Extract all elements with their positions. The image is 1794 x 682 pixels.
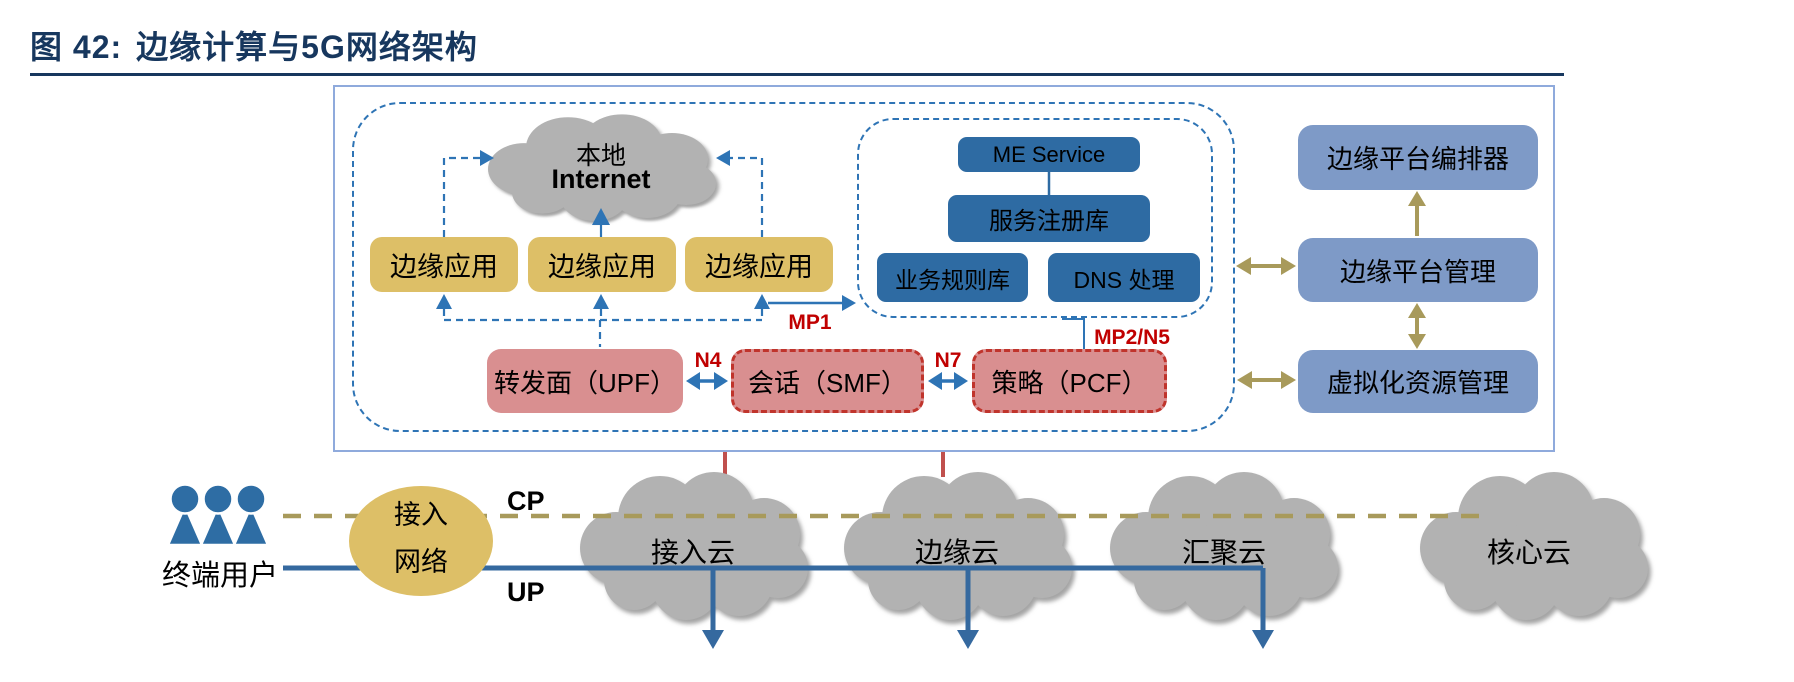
cp-label: CP	[507, 486, 545, 516]
access-cloud-label: 接入云	[650, 537, 735, 568]
figure-number: 图 42:	[30, 29, 123, 65]
access-network-label: 接入 网络	[356, 493, 486, 579]
edge-app-box-2: 边缘应用	[528, 237, 676, 292]
terminal-users-label: 终端用户	[161, 560, 278, 592]
mp2n5-label: MP2/N5	[1094, 326, 1170, 349]
local-cloud-label-line1: 本地	[575, 142, 626, 170]
service-registry-box: 服务注册库	[948, 195, 1150, 242]
n4-arrow	[686, 372, 728, 390]
n7-arrow	[928, 372, 968, 390]
upf-box: 转发面（UPF）	[487, 349, 683, 413]
edge-app-arrowheads	[436, 150, 770, 309]
platform-mgmt-box: 边缘平台管理	[1298, 238, 1538, 302]
mec-platform-frame	[333, 85, 1555, 452]
mp1-label: MP1	[788, 311, 832, 334]
local-cloud-label-line2: Internet	[551, 164, 651, 194]
me-service-box: ME Service	[958, 137, 1140, 172]
n4-label: N4	[694, 349, 722, 372]
edge-app-box-1: 边缘应用	[370, 237, 518, 292]
up-label: UP	[507, 577, 545, 607]
figure-title: 图 42: 边缘计算与5G网络架构	[30, 22, 478, 68]
pcf-box: 策略（PCF）	[972, 349, 1167, 413]
edge-cloud-label: 边缘云	[914, 537, 999, 568]
me-service-dashed-boundary	[857, 118, 1213, 318]
management-arrows	[1236, 191, 1426, 389]
vim-box: 虚拟化资源管理	[1298, 350, 1538, 413]
title-underline	[30, 73, 1564, 76]
access-network-line2: 网络	[394, 547, 448, 577]
dns-box: DNS 处理	[1048, 253, 1200, 302]
edge-host-dashed-boundary	[352, 102, 1235, 432]
core-cloud-label: 核心云	[1486, 537, 1571, 568]
smf-box: 会话（SMF）	[731, 349, 924, 413]
n7-label: N7	[934, 349, 962, 372]
orchestrator-box: 边缘平台编排器	[1298, 125, 1538, 190]
edge-app-box-3: 边缘应用	[685, 237, 833, 292]
mp2n5-connector	[1062, 318, 1085, 349]
figure-name: 边缘计算与5G网络架构	[136, 29, 478, 65]
edge-app-connectors	[442, 156, 764, 347]
access-network-ellipse	[349, 486, 493, 596]
mp1-arrowhead	[842, 295, 856, 311]
access-network-line1: 接入	[394, 500, 448, 530]
business-rules-box: 业务规则库	[877, 253, 1028, 302]
users-group-icon	[166, 483, 270, 547]
aggregation-cloud-label: 汇聚云	[1181, 537, 1266, 568]
